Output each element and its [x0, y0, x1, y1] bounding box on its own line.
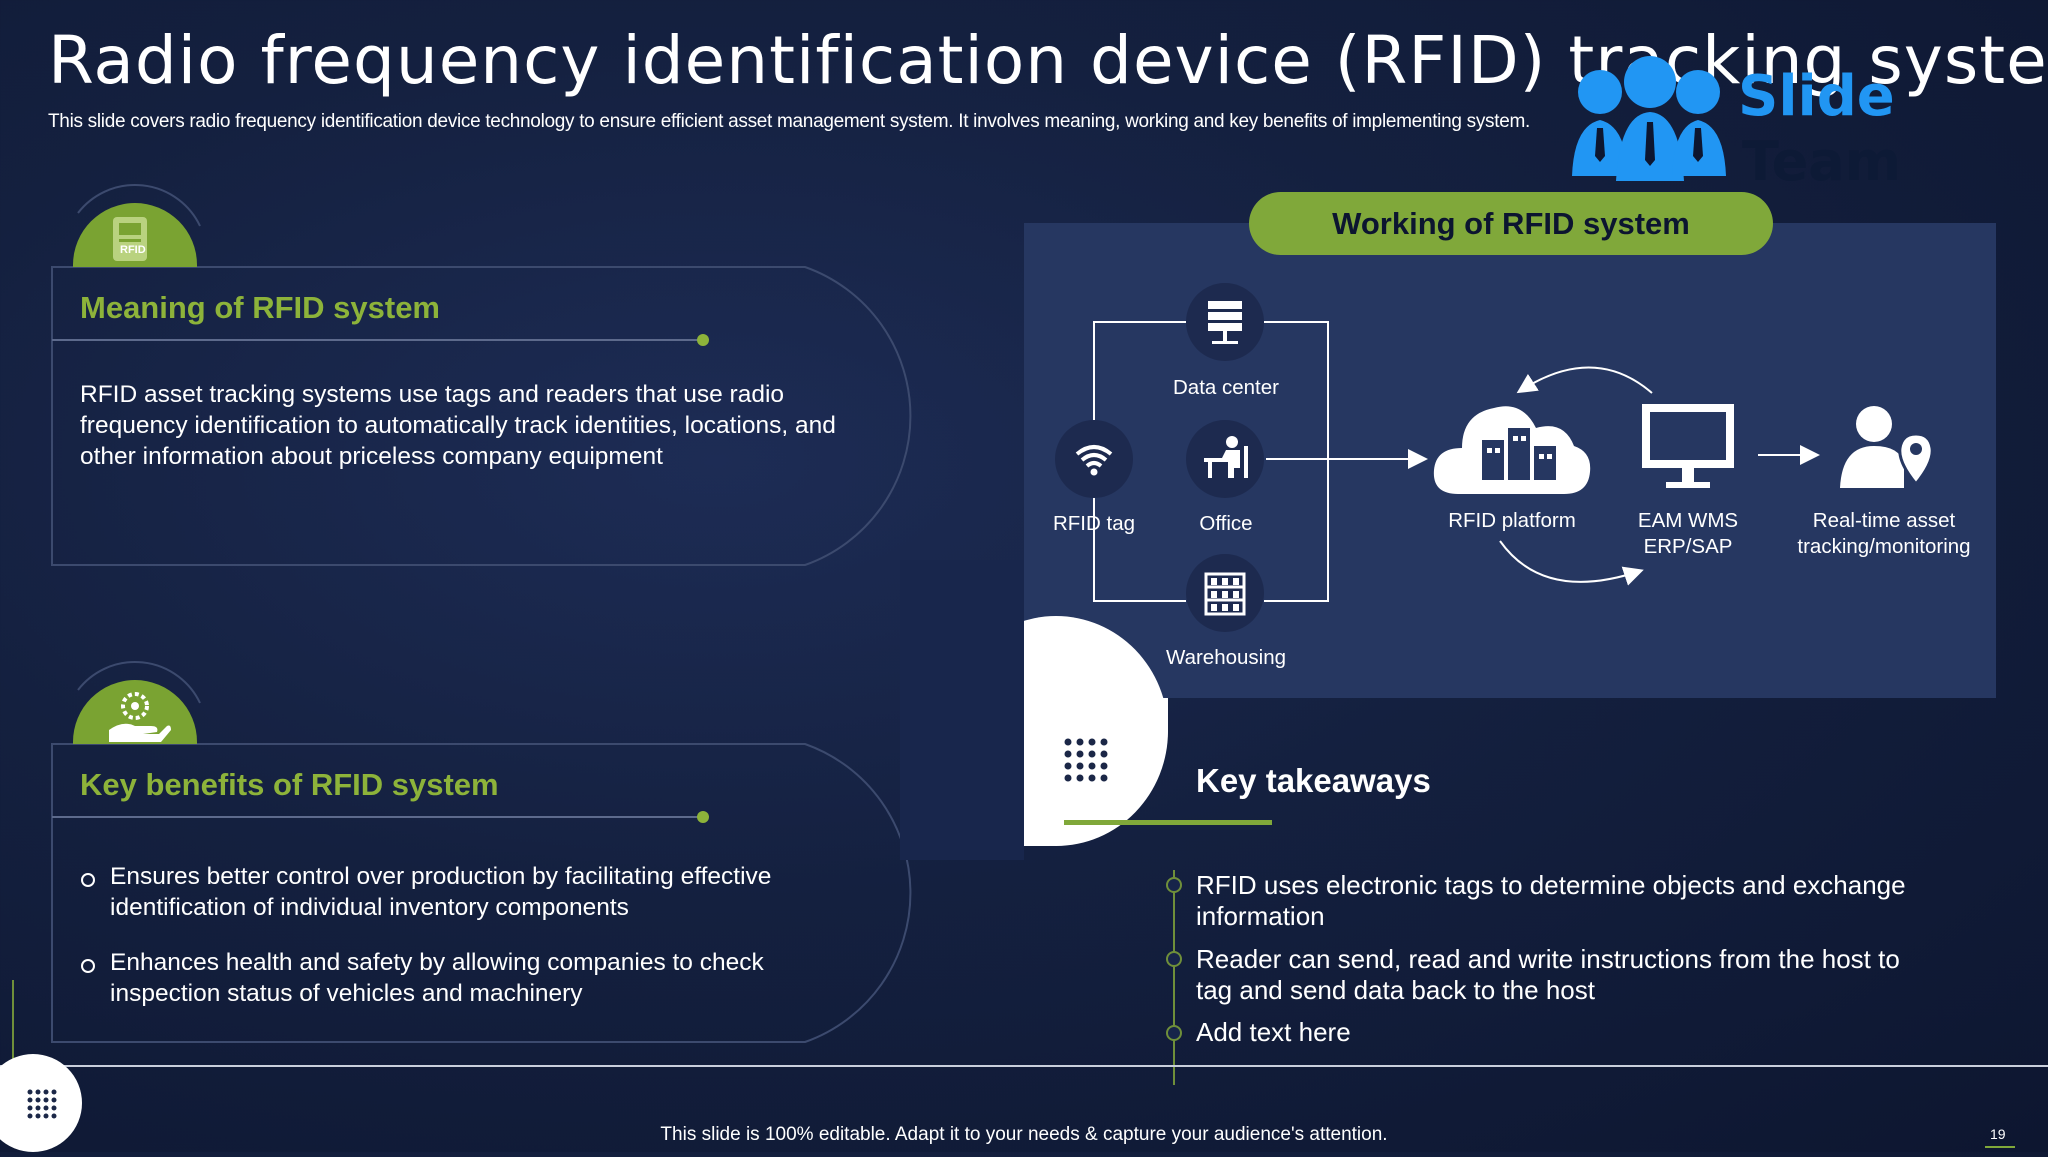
gear-hand-icon: [109, 692, 171, 742]
meaning-heading: Meaning of RFID system: [80, 290, 440, 325]
corner-vertical-line: [12, 980, 14, 1084]
page-number: 19: [1990, 1126, 2006, 1142]
slideteam-logo-icon: [1572, 56, 1726, 181]
benefit-bullet-1: [81, 873, 95, 887]
takeaways-title: Key takeaways: [1196, 762, 1431, 799]
takeaway-item-3: Add text here: [1196, 1017, 1351, 1047]
warehouse-shelf-icon: [1204, 572, 1246, 616]
cloud-buildings-icon: [1433, 406, 1591, 494]
corner-badge: [0, 1054, 82, 1152]
takeaway-bullet-2: [1166, 951, 1182, 967]
working-title: Working of RFID system: [1249, 192, 1773, 255]
takeaway-bullet-1: [1166, 877, 1182, 893]
footer-text: This slide is 100% editable. Adapt it to…: [660, 1124, 1388, 1145]
monitor-icon: [1642, 404, 1734, 488]
erp-sap-label: ERP/SAP: [1643, 535, 1733, 558]
working-connectors: [1093, 321, 1820, 602]
realtime-label-1: Real-time asset: [1812, 509, 1956, 532]
rfid-platform-label: RFID platform: [1448, 509, 1576, 532]
logo-text-slide: Slide: [1738, 64, 1895, 129]
takeaway-item-2: Reader can send, read and write instruct…: [1196, 944, 1900, 1005]
takeaway-item-1: RFID uses electronic tags to determine o…: [1196, 870, 1906, 931]
footer-divider: [0, 1065, 2048, 1067]
benefits-heading: Key benefits of RFID system: [80, 767, 499, 802]
page-number-underline: [1985, 1146, 2015, 1148]
takeaways-timeline: [1173, 870, 1175, 1085]
page-subtitle: This slide covers radio frequency identi…: [48, 111, 1530, 132]
office-desk-icon: [1204, 436, 1248, 478]
office-label: Office: [1199, 512, 1253, 535]
rfid-card-icon: [113, 217, 147, 261]
dots-grid-icon: [27, 1089, 57, 1119]
wifi-icon: [1075, 445, 1113, 476]
benefits-divider-dot: [697, 811, 709, 823]
takeaway-bullet-3: [1166, 1025, 1182, 1041]
office-node: [1186, 420, 1264, 498]
takeaways-underline: [1064, 820, 1272, 825]
takeaways-circle-mask: [900, 560, 1024, 860]
warehousing-node: [1186, 554, 1264, 632]
meaning-icon-badge: [73, 203, 197, 267]
rfid-icon-text: RFID: [120, 244, 146, 256]
rfid-tag-node: [1055, 420, 1133, 498]
data-center-label: Data center: [1173, 376, 1279, 399]
server-icon: [1208, 301, 1242, 344]
benefits-divider: [52, 816, 702, 818]
realtime-label-2: tracking/monitoring: [1797, 535, 1971, 558]
data-center-node: [1186, 283, 1264, 361]
eam-wms-label: EAM WMS: [1637, 509, 1739, 532]
meaning-divider-dot: [697, 334, 709, 346]
warehousing-label: Warehousing: [1165, 646, 1287, 669]
benefit-item-1: Ensures better control over production b…: [110, 863, 772, 921]
benefit-item-2: Enhances health and safety by allowing c…: [110, 949, 764, 1007]
logo-text-team: Team: [1742, 130, 1901, 193]
benefit-bullet-2: [81, 959, 95, 973]
meaning-body: RFID asset tracking systems use tags and…: [80, 381, 836, 470]
dots-grid-icon: [1064, 738, 1108, 782]
benefits-icon-badge: [73, 680, 197, 744]
meaning-divider: [52, 339, 702, 341]
rfid-tag-label: RFID tag: [1052, 512, 1136, 535]
person-location-icon: [1840, 406, 1934, 488]
